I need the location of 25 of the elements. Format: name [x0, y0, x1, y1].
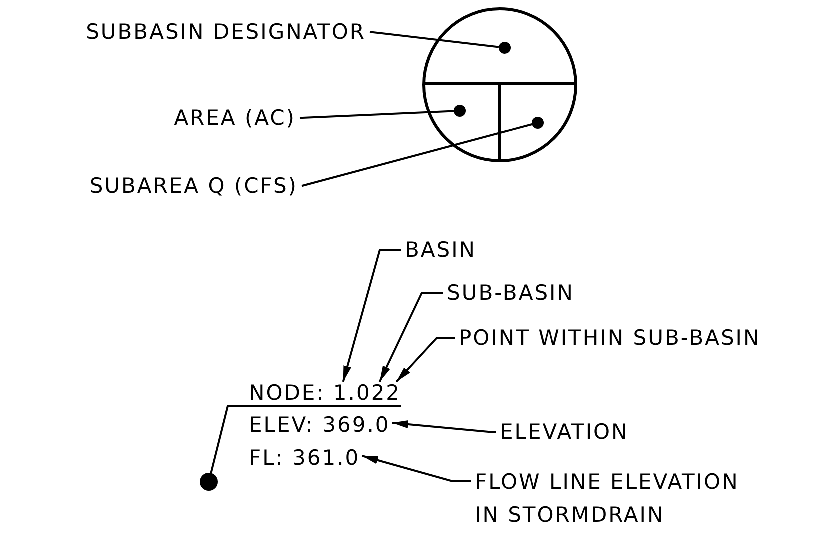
leader-arrow: [362, 455, 471, 482]
leader-arrow: [378, 292, 443, 382]
node-data-text: FL: 361.0: [249, 446, 360, 470]
point-dot: [532, 117, 544, 129]
callout-label: BASIN: [405, 238, 477, 262]
leader-arrow: [392, 420, 496, 434]
leader-line: [370, 31, 500, 48]
leader-arrow: [396, 337, 455, 383]
point-dot: [499, 42, 511, 54]
callout-label: AREA (AC): [174, 106, 296, 130]
callout-label: FLOW LINE ELEVATION IN STORMDRAIN: [475, 466, 750, 532]
leader-line: [210, 405, 249, 474]
callout-label: SUBBASIN DESIGNATOR: [86, 20, 366, 44]
leader-line: [302, 124, 532, 188]
callout-label: ELEVATION: [500, 420, 629, 444]
leader-arrow: [342, 249, 401, 382]
point-dot: [454, 105, 466, 117]
subbasin-circle-symbol: [422, 7, 578, 163]
point-dot: [200, 473, 218, 491]
callout-label: POINT WITHIN SUB-BASIN: [459, 326, 761, 350]
node-data-text: NODE: 1.022: [249, 381, 402, 408]
callout-label: SUBAREA Q (CFS): [90, 174, 298, 198]
node-data-text: ELEV: 369.0: [249, 413, 390, 438]
leader-line: [300, 110, 454, 120]
callout-label: SUB-BASIN: [447, 281, 574, 306]
